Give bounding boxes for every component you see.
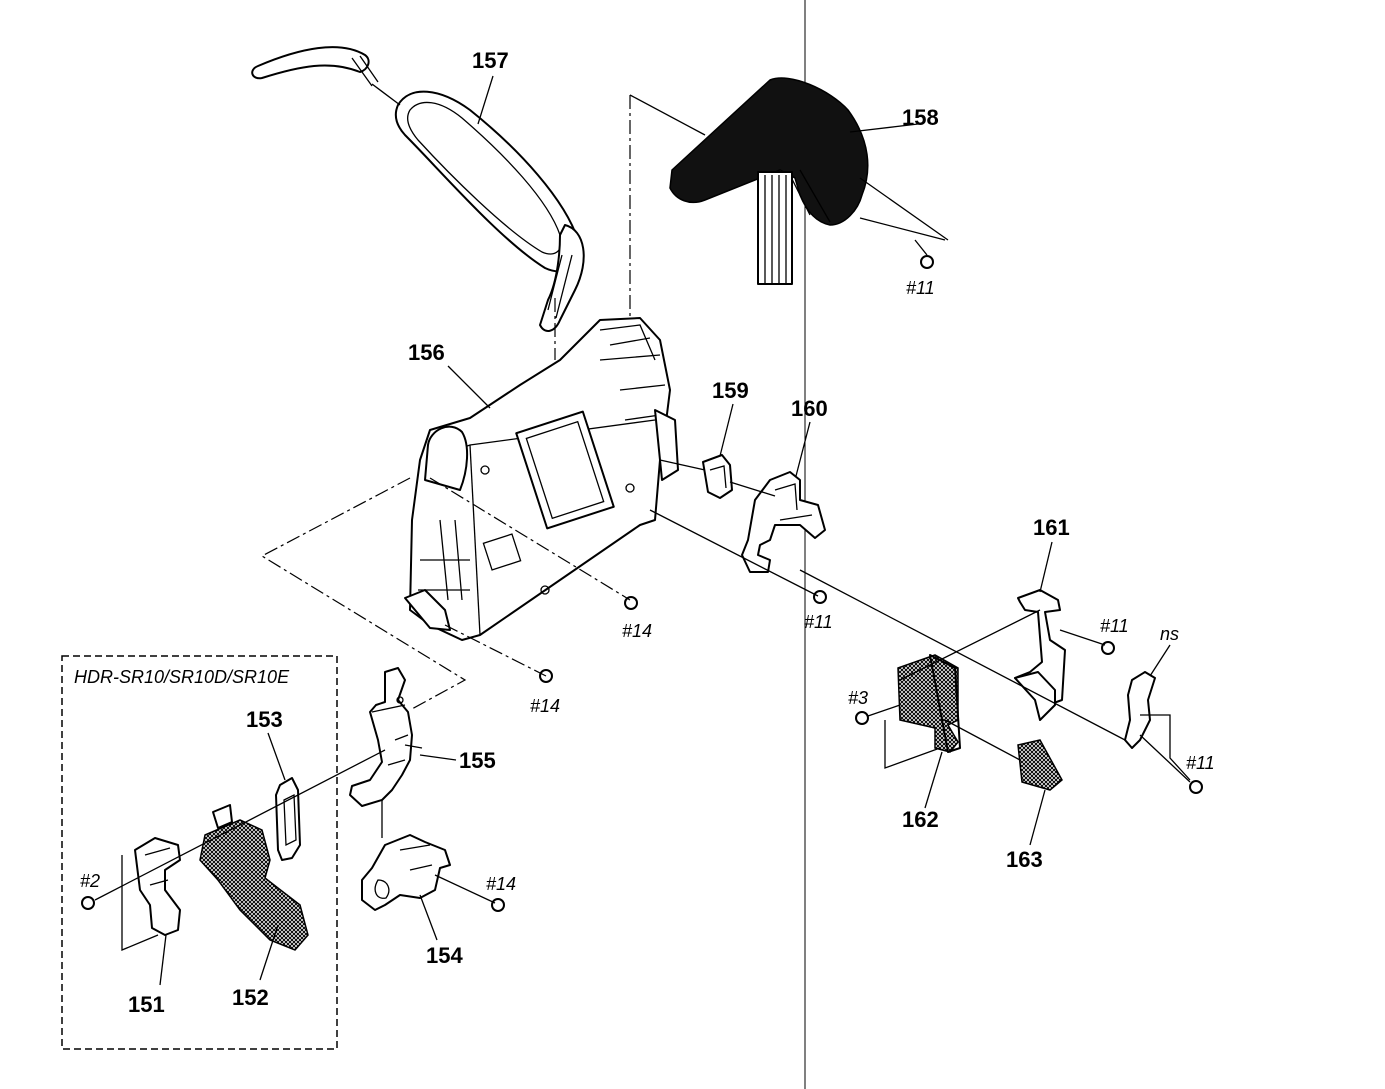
screw-shapes xyxy=(81,255,1203,912)
screw-label-11-right: #11 xyxy=(1100,616,1129,636)
bracket-159 xyxy=(702,454,733,499)
bracket-155 xyxy=(349,667,413,807)
variant-box-label: HDR-SR10/SR10D/SR10E xyxy=(74,667,290,687)
ns-label: ns xyxy=(1160,624,1179,644)
part-label-153: 153 xyxy=(246,707,283,732)
part-label-152: 152 xyxy=(232,985,269,1010)
screw-label-11-top: #11 xyxy=(906,278,935,298)
part-label-161: 161 xyxy=(1033,515,1070,540)
bracket-154 xyxy=(361,834,451,911)
screw-label-3: #3 xyxy=(848,688,868,708)
bracket-151 xyxy=(134,837,181,936)
screw-label-11-far-right: #11 xyxy=(1186,753,1215,773)
ns-bracket xyxy=(1124,671,1156,749)
bracket-160 xyxy=(741,471,826,573)
strap-157 xyxy=(251,46,585,332)
flex-163 xyxy=(1017,739,1063,791)
board-162 xyxy=(897,654,961,753)
part-label-156: 156 xyxy=(408,340,445,365)
screw-label-14-bottom: #14 xyxy=(486,874,516,894)
part-label-163: 163 xyxy=(1006,847,1043,872)
part-label-155: 155 xyxy=(459,748,496,773)
bracket-161 xyxy=(1014,589,1066,721)
variant-box xyxy=(61,655,338,1050)
bracket-153 xyxy=(275,777,301,861)
screw-label-14-lower: #14 xyxy=(530,696,560,716)
flex-152 xyxy=(199,804,309,951)
part-label-159: 159 xyxy=(712,378,749,403)
part-label-154: 154 xyxy=(426,943,463,968)
part-label-157: 157 xyxy=(472,48,509,73)
cover-158 xyxy=(669,77,869,285)
part-label-162: 162 xyxy=(902,807,939,832)
chassis-156 xyxy=(404,317,679,641)
part-label-158: 158 xyxy=(902,105,939,130)
screw-label-11-center: #11 xyxy=(804,612,833,632)
screw-label-14-center: #14 xyxy=(622,621,652,641)
part-label-151: 151 xyxy=(128,992,165,1017)
leader-lines xyxy=(159,75,1171,986)
part-label-160: 160 xyxy=(791,396,828,421)
assembly-lines xyxy=(94,94,1191,951)
screw-label-2: #2 xyxy=(80,871,100,891)
